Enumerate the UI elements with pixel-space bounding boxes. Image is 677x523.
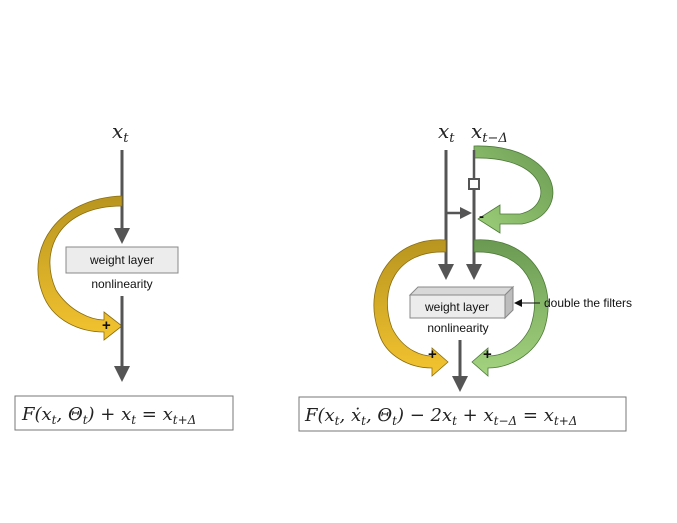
right-box-top-face (408, 286, 515, 296)
right-xt-arrowhead (438, 264, 454, 280)
left-input-label: xt (112, 119, 129, 146)
left-skip-arrow (37, 195, 123, 341)
left-nonlinearity-label: nonlinearity (91, 277, 152, 291)
left-diagram: xt + weight layer nonlinearity F(xt, Θt)… (14, 119, 234, 431)
right-xtd-arrowhead (466, 264, 482, 280)
right-formula: F(xt, ẋt, Θt) − 2xt + xt−Δ = xt+Δ (304, 405, 577, 428)
right-formula-box (298, 396, 627, 432)
right-minus-sign: - (479, 208, 484, 225)
right-callout-label: double the filters (544, 296, 632, 310)
right-output-arrowhead (452, 376, 468, 392)
right-gold-skip-arrow (373, 239, 449, 377)
right-input1-label: xt (438, 119, 455, 146)
left-plus-sign: + (102, 317, 111, 334)
left-arrowhead-bottom (114, 366, 130, 382)
right-node-square (468, 178, 480, 190)
right-input2-label: xt−Δ (471, 119, 508, 146)
right-weight-layer-box (409, 294, 506, 319)
right-callout-arrowhead (514, 299, 522, 307)
right-green-skip-arrow (471, 239, 549, 377)
left-formula-box (14, 395, 234, 431)
right-join-arrowhead (460, 207, 472, 219)
right-plus-sign-right: + (483, 346, 492, 363)
left-arrowhead-top (114, 228, 130, 244)
right-top-feedback-arrow (473, 145, 554, 234)
left-weight-layer-label: weight layer (89, 253, 154, 267)
left-weight-layer-box (65, 246, 179, 274)
right-nonlinearity-label: nonlinearity (427, 321, 488, 335)
right-weight-layer-label: weight layer (424, 300, 489, 314)
right-plus-sign-left: + (428, 346, 437, 363)
left-formula: F(xt, Θt) + xt = xt+Δ (21, 404, 196, 427)
right-diagram: xt xt−Δ - + + weight layer nonlinearity (298, 119, 632, 432)
